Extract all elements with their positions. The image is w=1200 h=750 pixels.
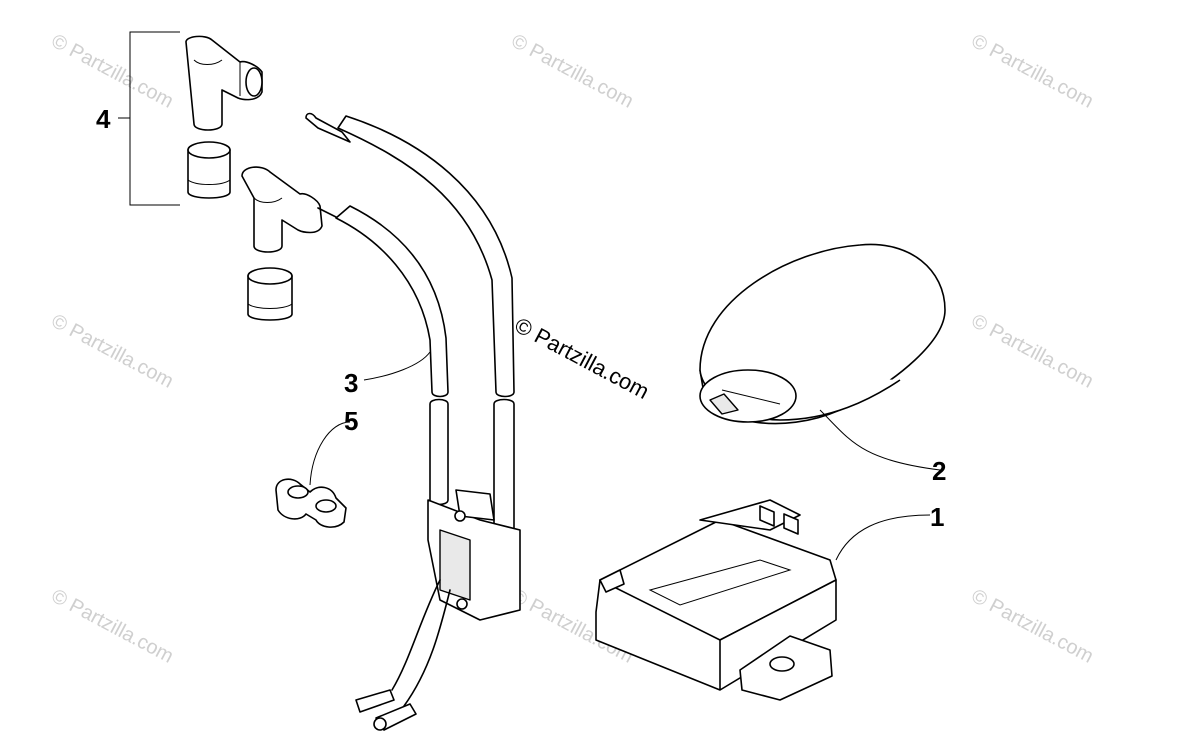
watermark-tc: © Partzilla.com	[508, 30, 637, 113]
watermark-ml: © Partzilla.com	[48, 310, 177, 393]
part-3-ignition-coil	[241, 112, 521, 731]
callout-2: 2	[932, 456, 946, 486]
callout-1: 1	[930, 502, 944, 532]
part-5-clip	[275, 421, 351, 528]
watermark-tl: © Partzilla.com	[48, 30, 177, 113]
watermark-center: © Partzilla.com	[511, 312, 654, 404]
watermark-bl: © Partzilla.com	[48, 585, 177, 668]
watermark-tr: © Partzilla.com	[968, 30, 1097, 113]
watermark-br: © Partzilla.com	[968, 585, 1097, 668]
part-2-sleeve	[699, 243, 946, 471]
part-1-cdi-module	[595, 499, 931, 701]
callout-4: 4	[96, 104, 111, 134]
callout-5: 5	[344, 406, 358, 436]
callout-3: 3	[344, 368, 358, 398]
part-4-spark-plug-caps	[118, 31, 263, 206]
watermark-mr: © Partzilla.com	[968, 310, 1097, 393]
